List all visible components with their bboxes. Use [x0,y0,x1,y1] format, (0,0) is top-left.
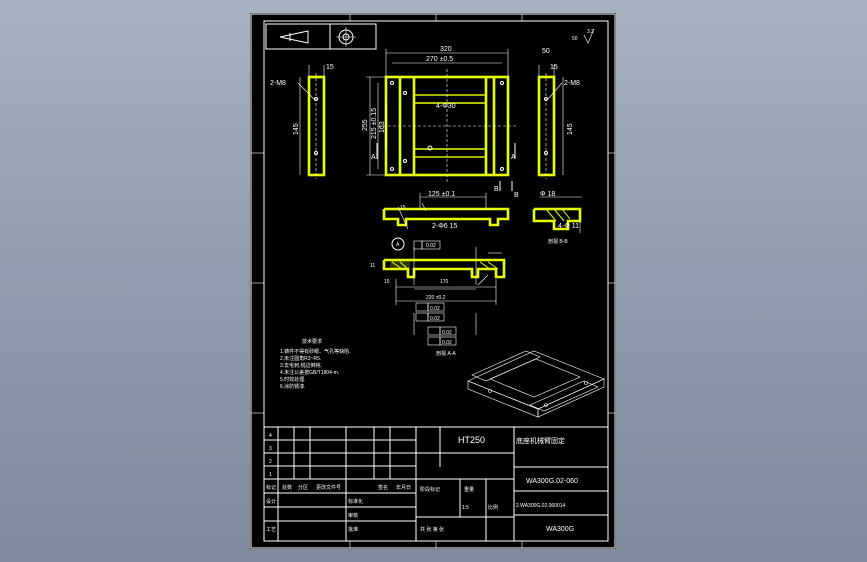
engineering-drawing: 50 3.2 320 270 ±0.5 255 2 15 [250,13,616,549]
dim-bottom-220: 220 ±0.2 [426,295,446,301]
section-aa-caption: 剖视 A-A [436,350,456,357]
inner-frame [263,20,609,542]
title-block [263,426,609,542]
dim-inner-height: 163 [379,121,386,133]
dim-bottom-170: 170 [440,279,449,285]
isometric-view [467,350,605,418]
dim-side-length-left: 145 [293,123,300,135]
plan-view [366,49,516,191]
drawing-title: 底座机械臂固定 [516,436,565,445]
technical-notes: 技术要求 1.铸件不得有砂眼、气孔等缺陷. 2.未注圆角R3~R5. 3.去毛刺… [280,338,351,390]
dim-side-width-right: 15 [550,64,558,71]
material-value: HT250 [458,435,485,445]
flatness-top: 0.02 [426,243,436,249]
note-line-4: 4.未注公差按GB/T1804-m. [280,369,339,376]
section-a-right: A [511,154,516,161]
dim-top-width: 50 [542,48,550,55]
hdr-count: 处数 [282,484,292,491]
design-label: 设计 [266,498,276,505]
section-a-left: A [371,154,376,161]
process-label: 工艺 [266,527,276,533]
roughness-corner: 3.2 [587,29,594,35]
standardization-label: 标准化 [348,498,363,505]
outer-frame [250,13,616,549]
projection-symbol [265,23,377,50]
hdr-sign: 签名 [378,484,388,491]
dim-side-length-right: 145 [567,123,574,135]
dim-side-hole-left: 2-M8 [270,80,286,87]
note-line-2: 2.未注圆角R3~R5. [280,355,321,362]
drawing-number: WA300G.02-060 [526,478,578,485]
note-line-1: 1.铸件不得有砂眼、气孔等缺陷. [280,348,351,355]
dim-overall-height: 255 [362,119,369,131]
detail-view [532,196,582,233]
section-bb-view [382,193,510,230]
note-line-3: 3.去毛刺,锐边倒钝. [280,362,322,369]
dim-overall-width: 320 [440,46,452,53]
section-aa-view [382,237,506,346]
hdr-zone: 分区 [298,484,308,491]
dim-center-hole: 4-Φ30 [436,103,456,110]
dim-side-width-left: 15 [326,64,334,71]
dim-section-a-11: 11 [370,263,375,269]
scale-label: 比例 [488,504,498,511]
dim-detail-depth: 4-Φ 11 [558,223,579,230]
product-code: WA300G [546,526,574,533]
zone-ticks [251,14,615,548]
rev-row-2: 2 [269,459,272,465]
stage-label: 阶段标记 [420,486,440,493]
section-b-right: B [514,192,519,199]
dim-hole-spacing-width: 270 ±0.5 [426,56,453,63]
weight-label: 重量 [464,486,474,493]
rev-row-3: 3 [269,446,272,452]
dim-hole-spacing-height: 215 ±0.15 [371,108,378,139]
parallel-1: 0.02 [430,306,440,312]
dim-slot-width: 125 ±0.1 [428,191,455,198]
dim-slot-holes: 2-Φ6 15 [432,223,458,230]
parallel-3: 0.02 [442,330,452,336]
parallel-2: 0.02 [430,316,440,322]
left-side-view [297,65,326,179]
section-b-left: B [494,186,499,193]
section-bb-caption: 剖视 B-B [548,238,568,245]
drawing-sheet: 50 3.2 320 270 ±0.5 255 2 15 [250,13,616,549]
note-line-6: 6.涂防锈漆. [280,383,306,390]
dim-detail-dia: Φ 18 [540,191,555,198]
rev-row-4: 4 [269,433,272,439]
notes-heading: 技术要求 [302,338,322,345]
detail-callout: A [396,242,400,248]
assembly-number: 2.WA300G.02.060014 [516,503,566,509]
dim-bottom-15: 15 [384,279,390,285]
hdr-change-doc: 更改文件号 [316,484,341,491]
dim-bb-15: 15 [400,205,406,211]
parallel-4: 0.02 [442,340,452,346]
hdr-date: 年月日 [396,484,411,491]
hdr-mark: 标记 [266,484,276,491]
right-side-view [537,65,564,179]
rough-corner-50: 50 [572,36,578,42]
dim-side-hole-right: 2-M8 [564,80,580,87]
rev-row-1: 1 [269,472,272,478]
roughness-symbol [583,28,595,44]
scale-value: 1:5 [462,505,469,511]
sheet-label: 共 张 第 张 [420,526,444,533]
review-label: 审核 [348,512,358,519]
note-line-5: 5.时效处理. [280,376,306,383]
approve-label: 批准 [348,526,358,533]
